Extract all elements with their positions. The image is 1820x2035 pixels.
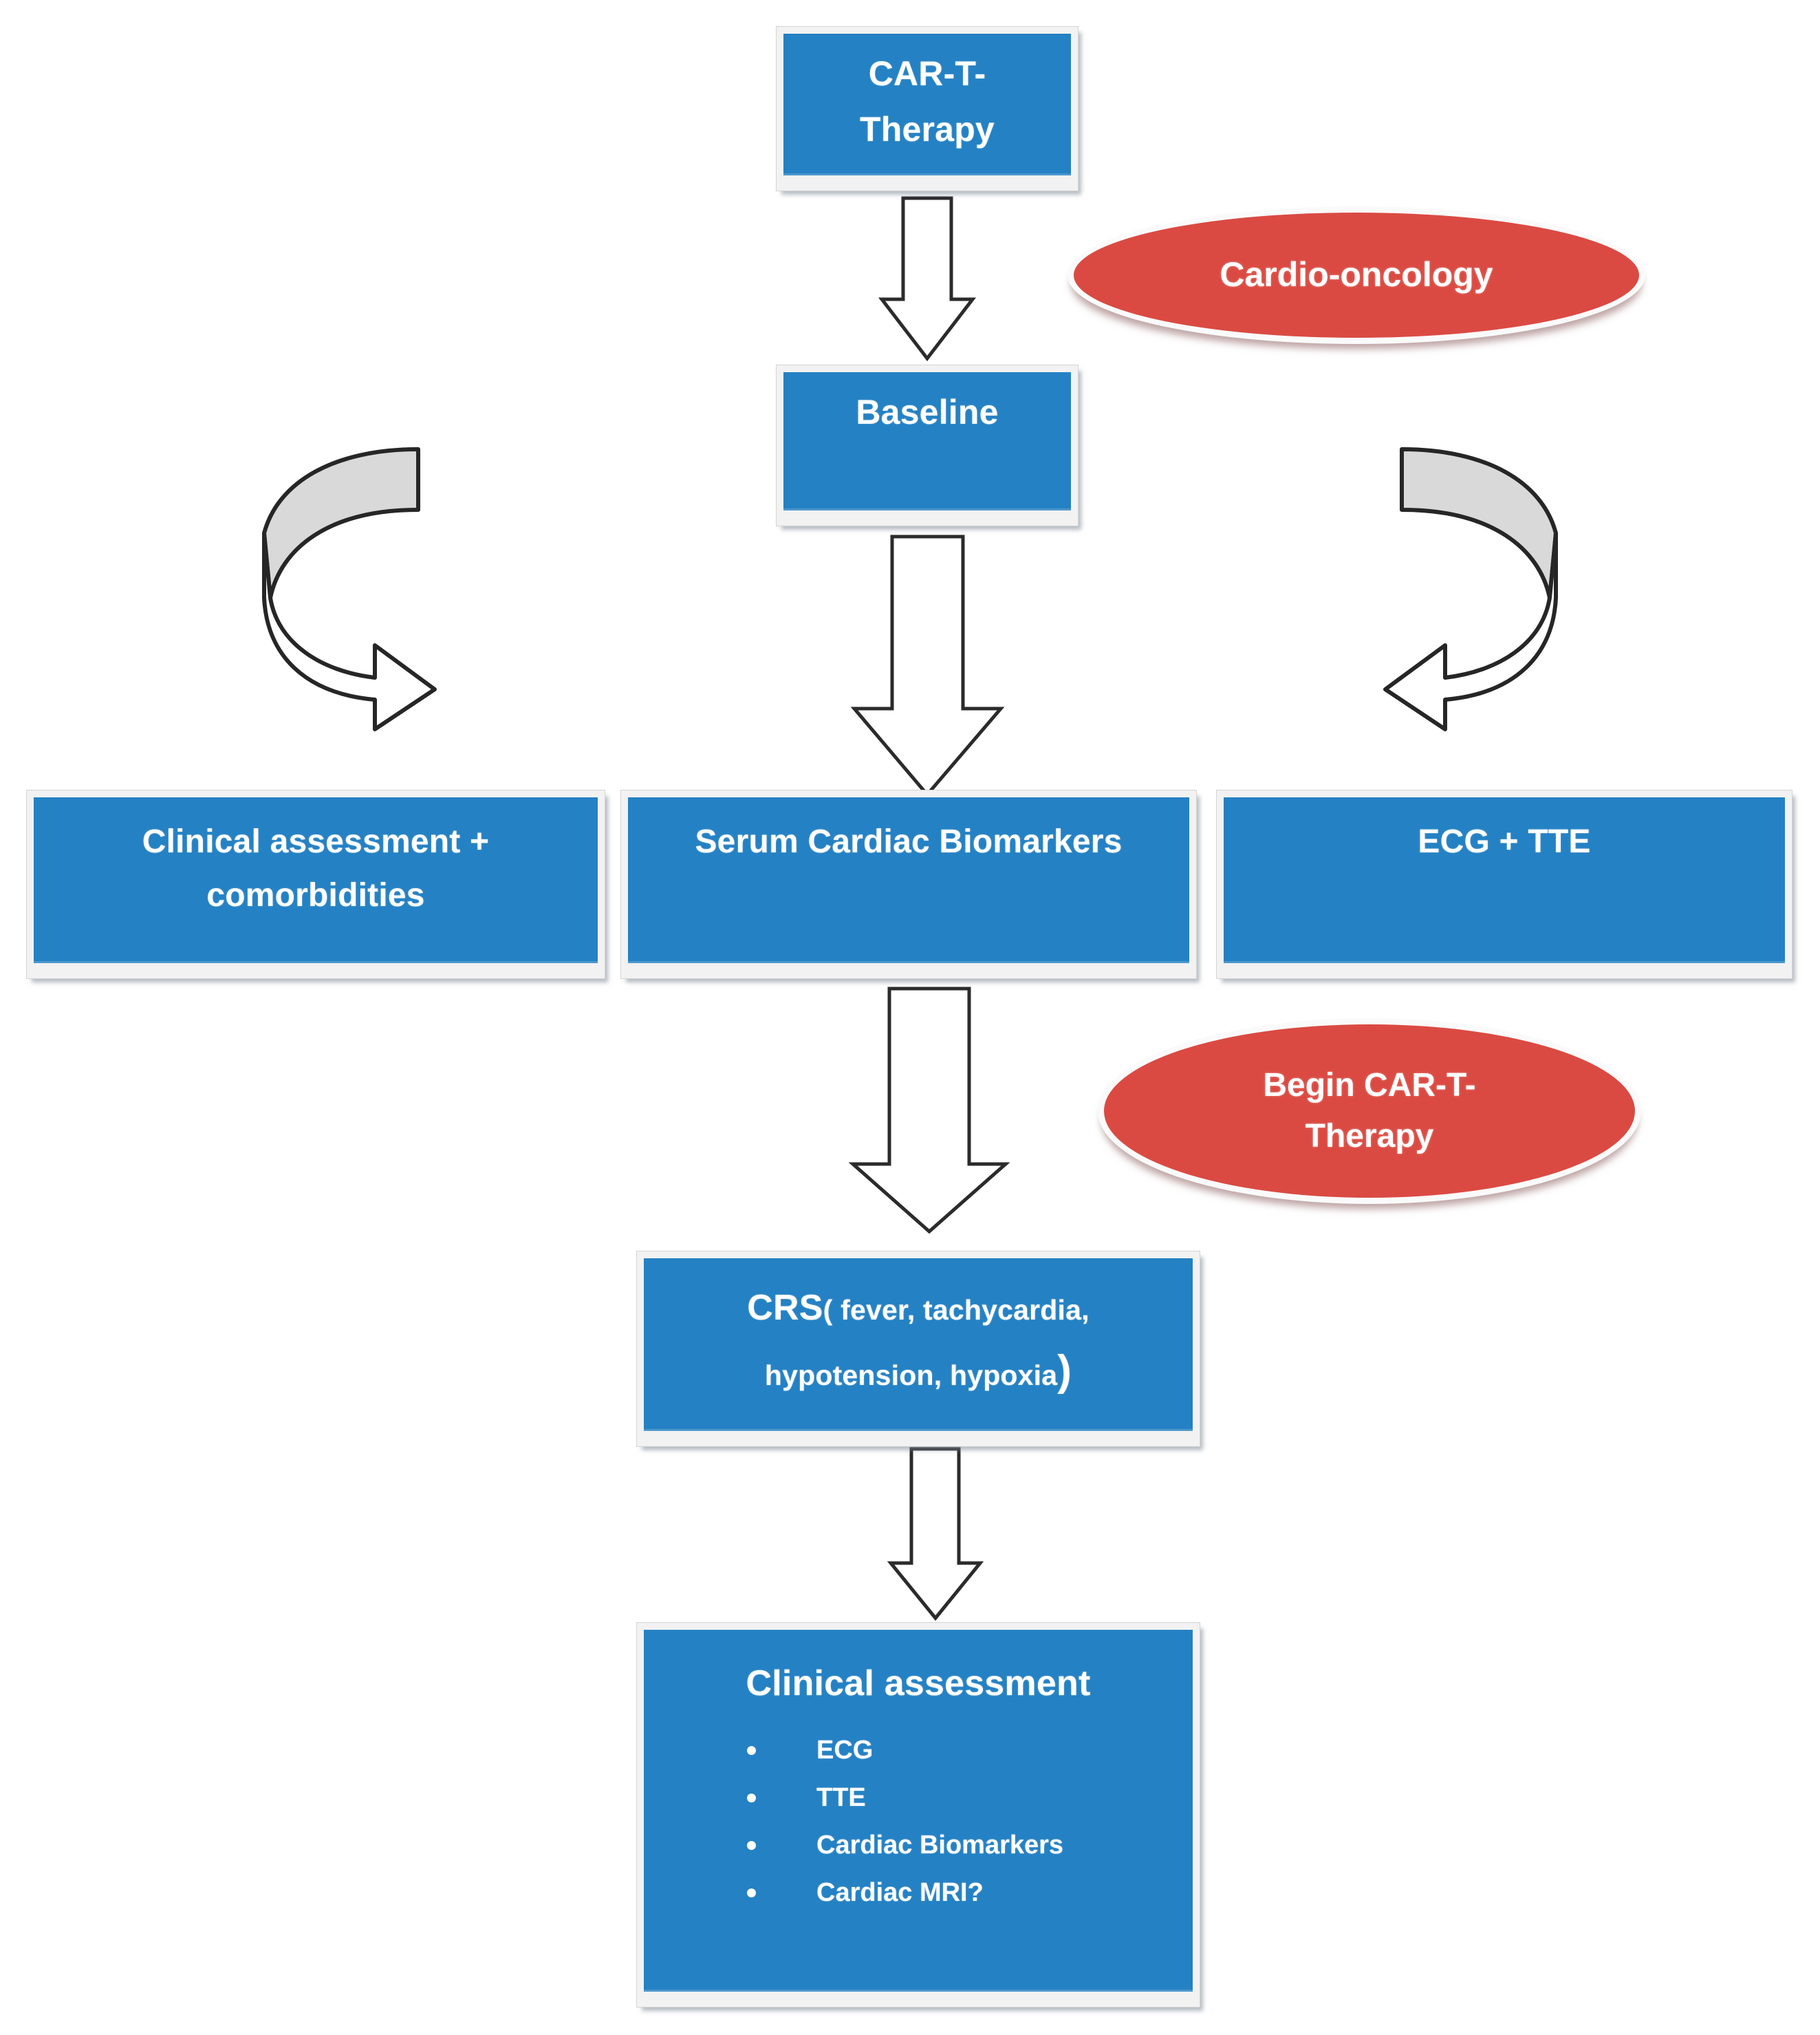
node-crs-detail-line1: ( fever, tachycardia, <box>823 1294 1090 1326</box>
node-crs-close-paren: ) <box>1057 1347 1072 1395</box>
clinical-assessment-bullet-list: ECG TTE Cardiac Biomarkers Cardiac MRI? <box>644 1736 1193 1926</box>
list-item-label: Cardiac Biomarkers <box>816 1831 1064 1860</box>
node-baseline[interactable]: Baseline <box>776 365 1079 526</box>
list-item-label: ECG <box>816 1736 874 1765</box>
list-item: Cardiac MRI? <box>747 1878 984 1908</box>
node-crs-main: CRS <box>747 1288 823 1328</box>
node-clinical-assessment-comorbidities-fill: Clinical assessment + comorbidities <box>34 797 598 963</box>
node-clinical-assessment[interactable]: Clinical assessment ECG TTE Cardiac Biom… <box>636 1622 1200 2007</box>
arrow-biomarkers-to-crs <box>848 987 1010 1234</box>
node-cardio-oncology-label: Cardio-oncology <box>1220 255 1493 294</box>
arrow-car-t-to-baseline <box>878 196 977 362</box>
list-item: TTE <box>747 1783 866 1813</box>
node-crs-fill: CRS( fever, tachycardia, hypotension, hy… <box>644 1258 1193 1431</box>
node-ecg-tte-label: ECG + TTE <box>1418 823 1591 860</box>
curved-arrow-right-upper <box>1400 447 1558 600</box>
node-clinical-assessment-comorbidities-label: Clinical assessment + comorbidities <box>142 823 490 914</box>
curved-arrow-left-lower <box>262 531 437 731</box>
bullet-dot-icon <box>747 1888 756 1898</box>
node-crs[interactable]: CRS( fever, tachycardia, hypotension, hy… <box>636 1251 1200 1447</box>
node-serum-cardiac-biomarkers[interactable]: Serum Cardiac Biomarkers <box>620 790 1197 979</box>
node-ecg-tte-fill: ECG + TTE <box>1224 797 1785 963</box>
node-crs-label: CRS( fever, tachycardia, hypotension, hy… <box>747 1279 1089 1406</box>
node-begin-car-t-therapy-label: Begin CAR-T- Therapy <box>1263 1066 1476 1154</box>
node-begin-car-t-therapy[interactable]: Begin CAR-T- Therapy <box>1098 1018 1641 1204</box>
node-clinical-assessment-title: Clinical assessment <box>746 1663 1091 1703</box>
node-serum-cardiac-biomarkers-label: Serum Cardiac Biomarkers <box>695 823 1123 860</box>
bullet-dot-icon <box>747 1746 756 1756</box>
list-item-label: Cardiac MRI? <box>816 1878 984 1908</box>
node-serum-cardiac-biomarkers-fill: Serum Cardiac Biomarkers <box>628 797 1189 963</box>
list-item: Cardiac Biomarkers <box>747 1831 1063 1860</box>
bullet-dot-icon <box>747 1794 756 1803</box>
node-car-t-therapy-fill: CAR-T- Therapy <box>783 34 1071 175</box>
node-clinical-assessment-fill: Clinical assessment ECG TTE Cardiac Biom… <box>644 1630 1193 1992</box>
node-ecg-tte[interactable]: ECG + TTE <box>1216 790 1792 979</box>
list-item: ECG <box>747 1736 873 1765</box>
curved-arrow-left-upper <box>262 447 420 600</box>
curved-arrow-right-lower <box>1383 531 1558 731</box>
node-cardio-oncology[interactable]: Cardio-oncology <box>1068 206 1645 344</box>
node-car-t-therapy-label: CAR-T- Therapy <box>860 54 995 149</box>
arrow-crs-to-clinical-assessment <box>887 1447 984 1621</box>
node-baseline-fill: Baseline <box>783 372 1071 510</box>
node-baseline-label: Baseline <box>856 393 999 431</box>
node-crs-detail-line2: hypotension, hypoxia <box>764 1359 1058 1392</box>
node-clinical-assessment-comorbidities[interactable]: Clinical assessment + comorbidities <box>26 790 605 979</box>
list-item-label: TTE <box>816 1783 866 1813</box>
node-car-t-therapy[interactable]: CAR-T- Therapy <box>776 26 1079 191</box>
bullet-dot-icon <box>747 1841 756 1851</box>
arrow-baseline-to-biomarkers <box>850 535 1005 797</box>
